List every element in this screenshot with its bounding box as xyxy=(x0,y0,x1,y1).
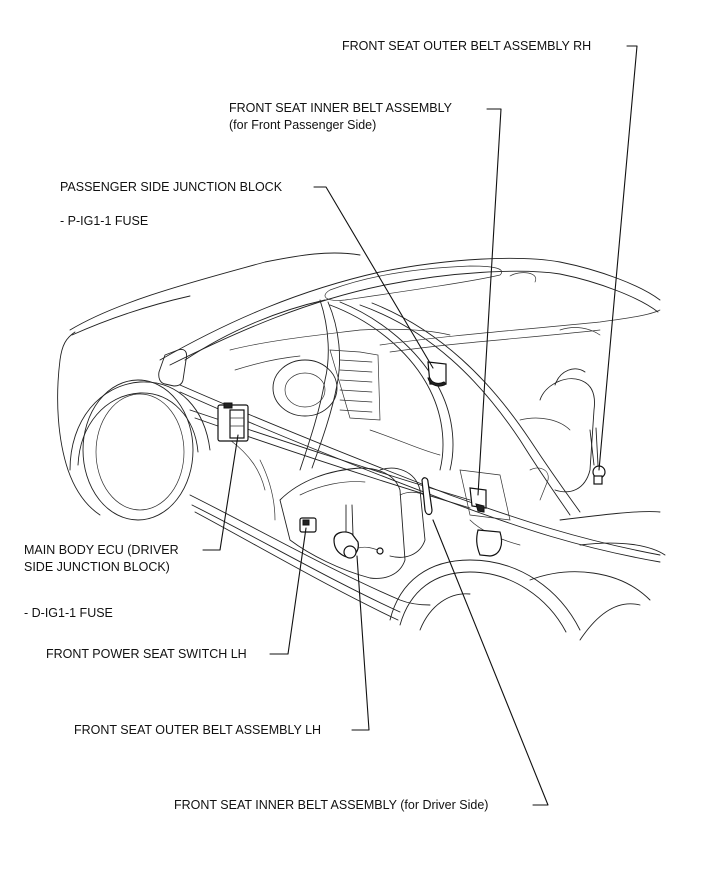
leader-front-seat-inner-belt-driver xyxy=(432,519,549,806)
leader-front-seat-outer-belt-rh xyxy=(598,45,638,471)
leader-main-body-ecu xyxy=(202,434,239,551)
leader-front-seat-inner-belt-passenger xyxy=(477,108,502,496)
label-main-body-ecu: MAIN BODY ECU (DRIVER xyxy=(24,543,179,557)
leader-lines xyxy=(202,45,638,806)
front-seat-outer-belt-rh-component xyxy=(589,427,606,485)
label-front-power-seat-switch-lh: FRONT POWER SEAT SWITCH LH xyxy=(46,647,247,661)
leader-passenger-side-junction-block xyxy=(313,186,434,369)
label-front-seat-inner-belt-passenger: FRONT SEAT INNER BELT ASSEMBLY xyxy=(229,101,452,115)
front-seat-inner-belt-passenger-component xyxy=(469,487,487,513)
label-front-seat-inner-belt-passenger-sub: (for Front Passenger Side) xyxy=(229,118,377,132)
leader-front-seat-outer-belt-lh xyxy=(351,555,370,731)
label-passenger-side-junction-block: PASSENGER SIDE JUNCTION BLOCK xyxy=(60,180,283,194)
label-front-seat-outer-belt-rh: FRONT SEAT OUTER BELT ASSEMBLY RH xyxy=(342,39,592,53)
label-d-ig1-1-fuse: - D-IG1-1 FUSE xyxy=(24,606,113,620)
front-seat-inner-belt-driver-component xyxy=(421,477,503,557)
leader-front-power-seat-switch xyxy=(269,527,307,655)
front-seat-outer-belt-lh-component xyxy=(333,504,384,559)
label-main-body-ecu-sub: SIDE JUNCTION BLOCK) xyxy=(24,560,170,574)
label-front-seat-inner-belt-driver: FRONT SEAT INNER BELT ASSEMBLY (for Driv… xyxy=(174,798,489,812)
passenger-side-junction-block-component xyxy=(427,361,447,387)
main-body-ecu-component xyxy=(217,402,249,442)
label-p-ig1-1-fuse: - P-IG1-1 FUSE xyxy=(60,214,149,228)
label-front-seat-outer-belt-lh: FRONT SEAT OUTER BELT ASSEMBLY LH xyxy=(74,723,322,737)
front-power-seat-switch-component xyxy=(299,517,317,533)
car-body-drawing xyxy=(57,252,666,641)
